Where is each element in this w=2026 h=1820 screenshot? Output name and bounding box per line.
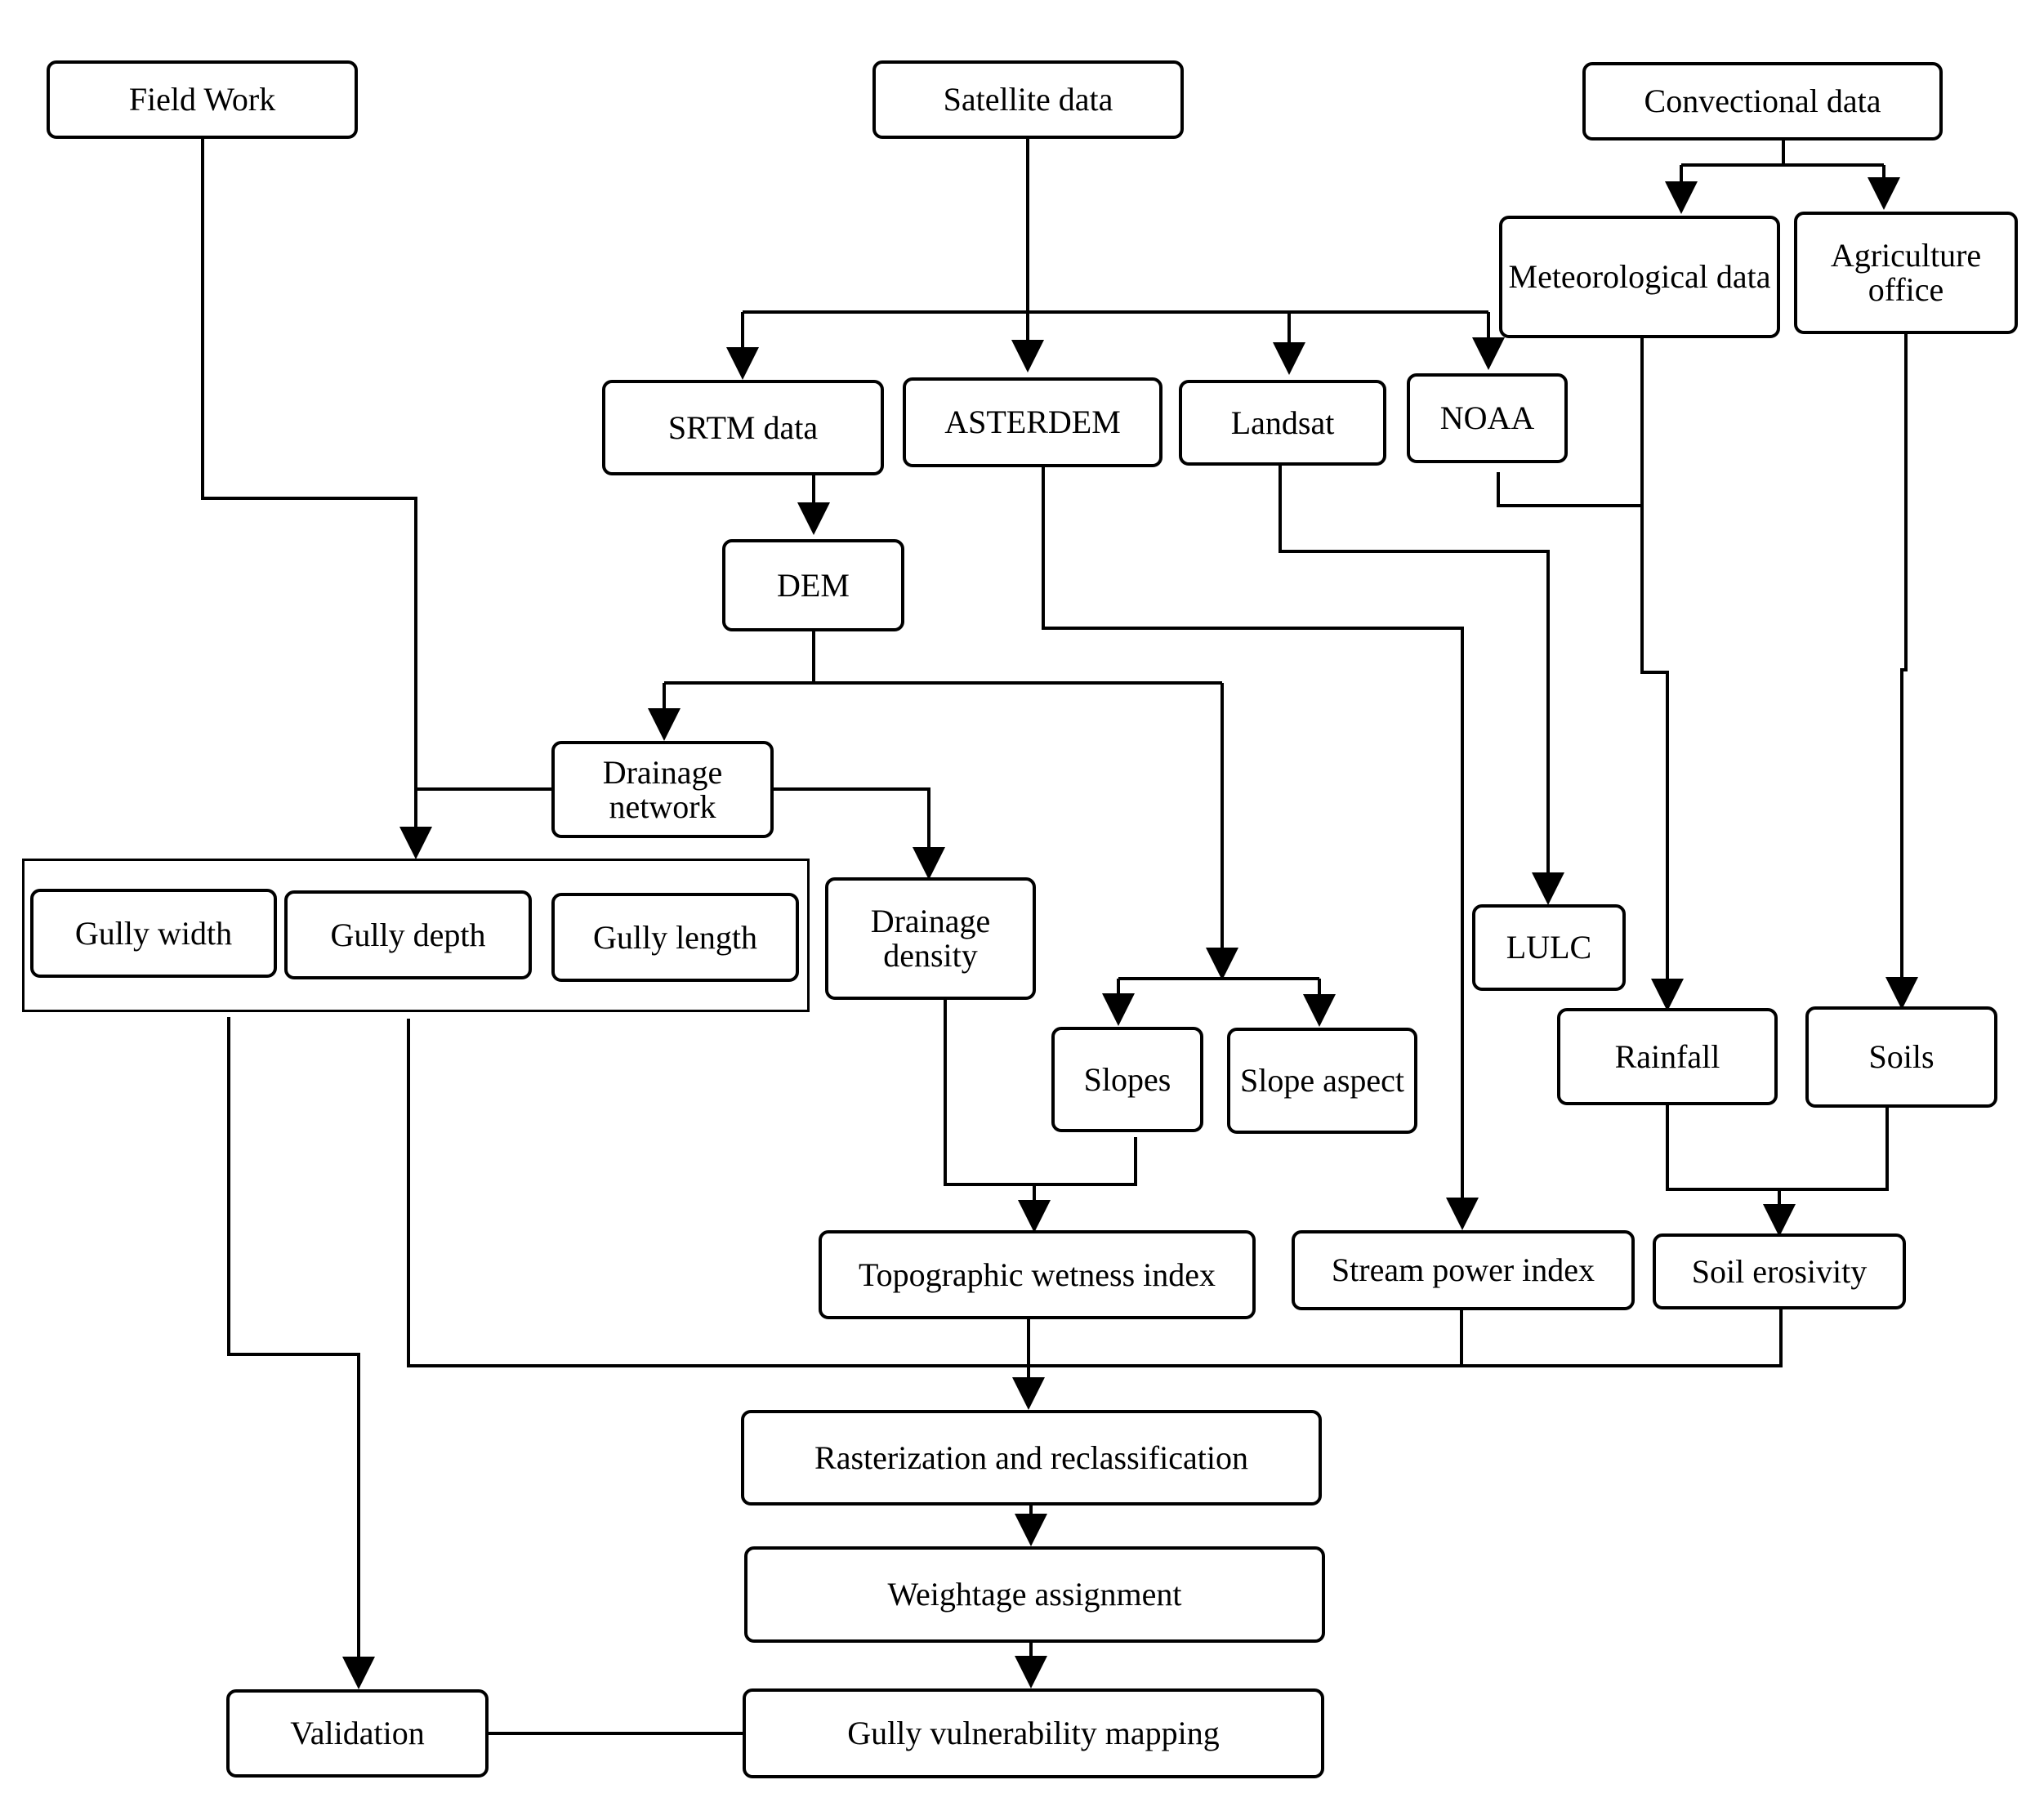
- agriculture-office-node: Agriculture office: [1794, 212, 2018, 334]
- connector-drainage-density-to-twi: [944, 1000, 1137, 1186]
- field-work-node: Field Work: [47, 60, 358, 139]
- meteorological-data-node: Meteorological data: [1499, 216, 1780, 338]
- gully-measurements-group: [22, 859, 810, 1012]
- connector-rainfall-soils-merge: [1666, 1104, 1889, 1191]
- asterdem-node: ASTERDEM: [903, 377, 1162, 467]
- connector-landsat-to-lulc: [1279, 466, 1564, 905]
- topographic-wetness-index-node: Topographic wetness index: [819, 1230, 1256, 1319]
- gully-depth-node: Gully depth: [284, 890, 532, 979]
- stream-power-index-node: Stream power index: [1292, 1230, 1635, 1310]
- gully-length-node: Gully length: [551, 893, 799, 982]
- convectional-data-node: Convectional data: [1582, 62, 1943, 141]
- weightage-assignment-node: Weightage assignment: [744, 1546, 1325, 1643]
- rasterization-node: Rasterization and reclassification: [741, 1410, 1322, 1506]
- validation-node: Validation: [226, 1689, 489, 1778]
- connector-gully-width-to-validation: [227, 1017, 375, 1689]
- connector-meteorological-to-rainfall: [1640, 337, 1684, 1011]
- connector-noaa-to-rainfall-line: [1497, 472, 1642, 507]
- noaa-node: NOAA: [1407, 373, 1568, 463]
- connector-merge-bar: [407, 1019, 1783, 1367]
- connector-agriculture-to-soils: [1885, 334, 1918, 1010]
- slope-aspect-node: Slope aspect: [1227, 1028, 1417, 1134]
- soils-node: Soils: [1805, 1006, 1997, 1108]
- gully-vulnerability-mapping-node: Gully vulnerability mapping: [743, 1688, 1324, 1778]
- drainage-density-node: Drainage density: [825, 877, 1036, 1000]
- soil-erosivity-node: Soil erosivity: [1653, 1233, 1906, 1309]
- connector-drainage-network-to-density: [774, 787, 945, 880]
- drainage-network-node: Drainage network: [551, 741, 774, 838]
- connector-asterdem-to-spi: [1042, 467, 1479, 1230]
- srtm-data-node: SRTM data: [602, 380, 884, 475]
- dem-node: DEM: [722, 539, 904, 631]
- connector-fieldwork-to-gully-group: [201, 139, 432, 859]
- lulc-node: LULC: [1472, 904, 1626, 991]
- satellite-data-node: Satellite data: [872, 60, 1184, 139]
- rainfall-node: Rainfall: [1557, 1008, 1778, 1105]
- slopes-node: Slopes: [1051, 1027, 1203, 1132]
- gully-width-node: Gully width: [30, 889, 277, 978]
- landsat-node: Landsat: [1179, 380, 1386, 466]
